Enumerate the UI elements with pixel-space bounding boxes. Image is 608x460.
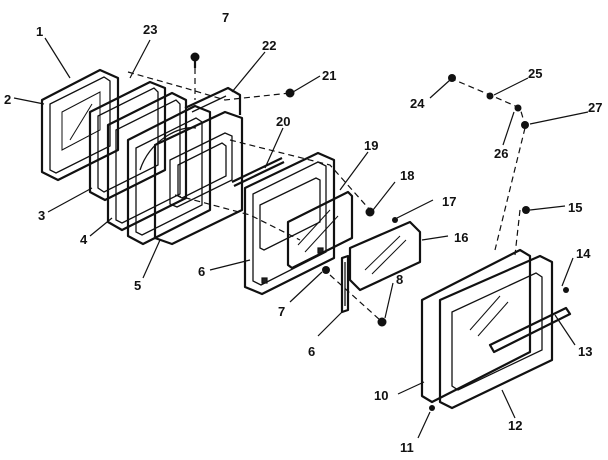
callout-23: 23 [143,22,157,37]
callout-3: 3 [38,208,45,223]
callout-2: 2 [4,92,11,107]
callout-7-lower: 7 [278,304,285,319]
callout-8: 8 [396,272,403,287]
callout-4: 4 [80,232,88,247]
callout-6-upper: 6 [198,264,205,279]
outer-door-part-12 [438,254,554,410]
outer-door-part-10 [420,248,532,404]
callout-22: 22 [262,38,276,53]
frame-part-1 [40,68,120,182]
callout-16: 16 [454,230,468,245]
callout-26: 26 [494,146,508,161]
callout-14: 14 [576,246,591,261]
fasteners [190,52,569,411]
strip-part-8 [340,254,350,314]
gasket-part-22 [184,86,242,115]
liner-part-4 [106,91,188,232]
callout-7-top: 7 [222,10,229,25]
callout-19: 19 [364,138,378,153]
callout-6-lower: 6 [308,344,315,359]
callout-5: 5 [134,278,141,293]
callout-21: 21 [322,68,336,83]
glass-panel-part-19 [286,190,354,270]
assembly-lines [127,58,526,321]
frame-part-23 [88,80,167,202]
leader-lines [13,37,589,439]
callout-12: 12 [508,418,522,433]
callout-15: 15 [568,200,582,215]
handle-part-13 [488,306,572,354]
callout-13: 13 [578,344,592,359]
callout-18: 18 [400,168,414,183]
glass-part-16 [348,220,422,292]
callout-10: 10 [374,388,388,403]
callout-11: 11 [400,440,414,455]
callout-27: 27 [588,100,602,115]
inner-panel-part-5 [153,110,244,246]
callout-17: 17 [442,194,456,209]
callout-25: 25 [528,66,542,81]
callout-numbers: 1 2 3 4 5 23 7 22 21 20 19 18 17 16 6 7 … [4,10,602,455]
rod-part-20 [231,157,285,187]
callout-1: 1 [36,24,43,39]
callout-20: 20 [276,114,290,129]
callout-24: 24 [410,96,425,111]
liner-part-5a [126,104,212,246]
